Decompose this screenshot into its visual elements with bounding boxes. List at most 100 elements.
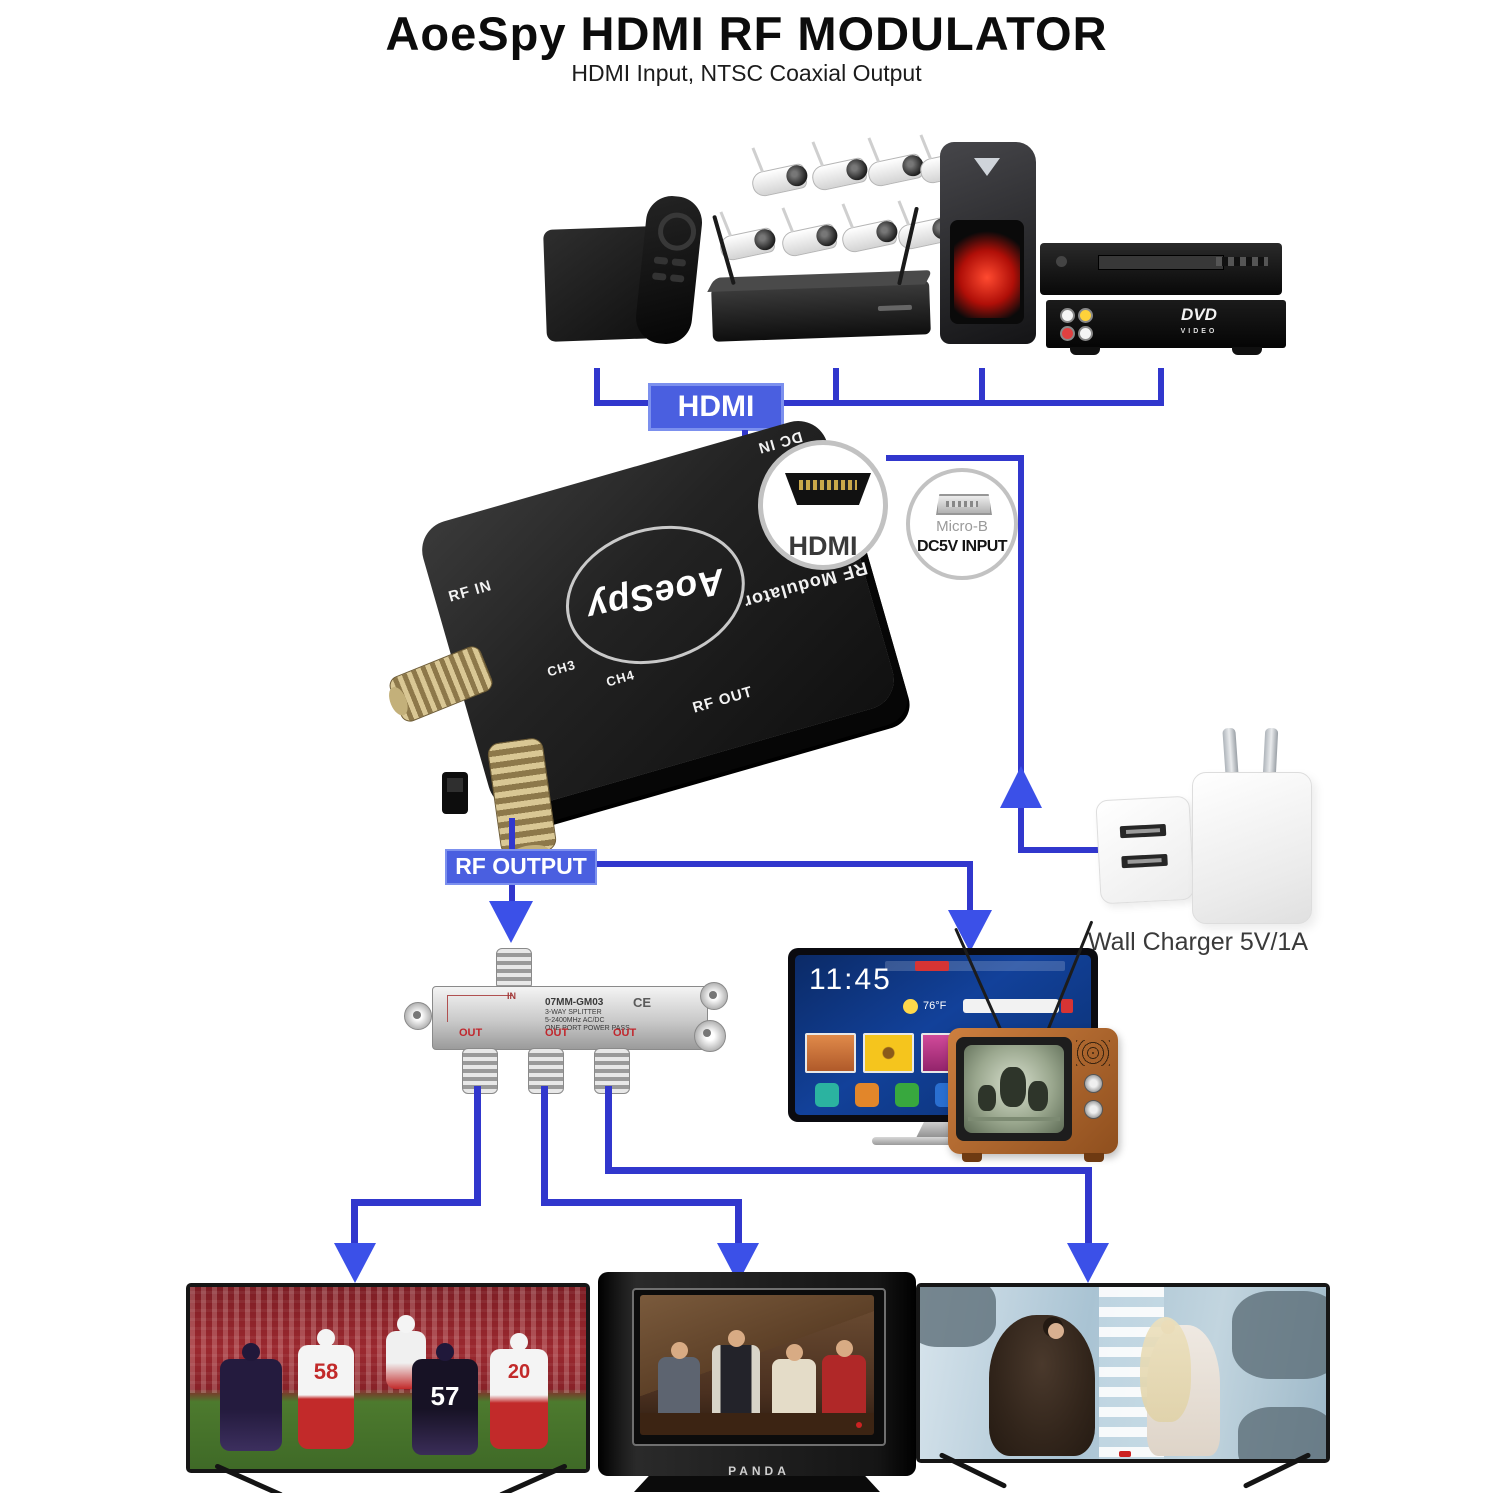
charger-prong bbox=[1262, 727, 1279, 779]
micro-b-label: Micro-B bbox=[936, 518, 988, 535]
player-figure bbox=[220, 1343, 282, 1451]
app-tile bbox=[815, 1083, 839, 1107]
crt-player-figure bbox=[1000, 1067, 1026, 1107]
bracket-tick bbox=[833, 368, 839, 404]
hdmi-bus-label: HDMI bbox=[648, 383, 784, 431]
couch-table bbox=[640, 1413, 874, 1435]
blonde-figure bbox=[1140, 1317, 1221, 1456]
security-camera-icon bbox=[749, 162, 809, 199]
panda-brand-label: PANDA bbox=[728, 1464, 790, 1478]
panda-base bbox=[634, 1476, 880, 1492]
brand-logo-oval: AoeSpy bbox=[549, 505, 762, 685]
splitter-out-connector bbox=[594, 1048, 630, 1094]
field-line bbox=[968, 1117, 1060, 1121]
crt-foot bbox=[1084, 1153, 1104, 1162]
usb-port bbox=[1119, 823, 1167, 839]
crt-player-figure bbox=[978, 1085, 996, 1111]
rca-jack bbox=[1078, 326, 1093, 341]
player-figure: 57 bbox=[412, 1343, 478, 1455]
splitter-in-connector bbox=[496, 948, 532, 990]
security-camera-icon bbox=[865, 152, 925, 189]
crt-knob bbox=[1084, 1074, 1103, 1093]
splitter-spec3: ONE PORT POWER PASS bbox=[545, 1025, 630, 1032]
remote-button bbox=[653, 256, 669, 265]
wall-charger-label: Wall Charger 5V/1A bbox=[1088, 928, 1308, 956]
rf-line-to-tv bbox=[597, 861, 973, 867]
vintage-crt-tv bbox=[948, 1028, 1118, 1162]
splitter-body: IN 07MM-GM03 3-WAY SPLITTER 5-2400MHz AC… bbox=[432, 986, 708, 1050]
bottom-right-tv bbox=[916, 1283, 1330, 1463]
crt-speaker-holes bbox=[1076, 1040, 1110, 1066]
jersey-number: 58 bbox=[313, 1359, 339, 1384]
out3-line-h bbox=[605, 1167, 1092, 1174]
charger-prong bbox=[1222, 727, 1239, 779]
dvd-foot bbox=[1070, 347, 1100, 355]
bracket-tick bbox=[1158, 368, 1164, 404]
photo-thumbnail bbox=[863, 1033, 914, 1073]
security-camera-icon bbox=[839, 218, 899, 255]
arrow-down-to-left-tv bbox=[334, 1243, 376, 1283]
splitter-out-label: OUT bbox=[545, 1027, 569, 1039]
rocks bbox=[1238, 1407, 1326, 1459]
bottom-left-tv: 58 57 20 bbox=[186, 1283, 590, 1473]
sitcom-screen bbox=[640, 1295, 874, 1435]
rf-out-port-label: RF OUT bbox=[690, 683, 755, 717]
rca-jack bbox=[1060, 308, 1075, 323]
dvd-video-logo: DVD VIDEO bbox=[1164, 306, 1234, 340]
smart-tv-stand-base bbox=[872, 1137, 1004, 1145]
rf-line-to-tv-drop bbox=[967, 861, 973, 915]
rf-output-label: RF OUTPUT bbox=[445, 849, 597, 885]
rocks bbox=[920, 1287, 996, 1347]
dvd-logo-text: DVD bbox=[1181, 305, 1217, 324]
dc5v-input-label: DC5V INPUT bbox=[916, 538, 1008, 555]
dvd-front-buttons bbox=[1216, 257, 1268, 266]
panda-bezel: PANDA bbox=[632, 1288, 886, 1478]
remote-button bbox=[669, 274, 685, 283]
remote-button bbox=[671, 258, 687, 267]
pc-logo-icon bbox=[974, 158, 1000, 176]
nvr-recorder-box bbox=[711, 280, 931, 342]
splitter-spec1: 3-WAY SPLITTER bbox=[545, 1009, 602, 1016]
player-figure: 58 bbox=[298, 1329, 354, 1449]
crt-knob bbox=[1084, 1100, 1103, 1119]
dvd-foot bbox=[1232, 347, 1262, 355]
jersey-number: 20 bbox=[507, 1361, 531, 1383]
security-camera-icon bbox=[809, 156, 869, 193]
crt-screen-football bbox=[964, 1045, 1064, 1133]
power-led bbox=[856, 1422, 862, 1428]
rf-in-port-label: RF IN bbox=[446, 577, 494, 606]
pc-red-led-glow bbox=[954, 228, 1020, 318]
rca-jack bbox=[1078, 308, 1093, 323]
remote-nav-ring-icon bbox=[656, 210, 698, 253]
page-subtitle: HDMI Input, NTSC Coaxial Output bbox=[571, 60, 922, 86]
rocks bbox=[1232, 1291, 1326, 1379]
photo-thumbnail bbox=[805, 1033, 856, 1073]
splitter-model: 07MM-GM03 bbox=[545, 997, 604, 1008]
splitter-mounting-ear bbox=[700, 982, 728, 1010]
splitter-signal-path bbox=[447, 995, 512, 1022]
crt-player-figure bbox=[1028, 1081, 1048, 1111]
snow-scene-screen bbox=[920, 1287, 1326, 1459]
arrow-up-power bbox=[1000, 766, 1042, 808]
out3-line-v bbox=[605, 1086, 612, 1174]
player-figure: 20 bbox=[490, 1333, 548, 1449]
power-line-horizontal-top bbox=[886, 455, 1024, 461]
bracket-line bbox=[594, 400, 1164, 406]
jersey-number: 57 bbox=[430, 1381, 460, 1411]
smart-tv-temperature: 76°F bbox=[923, 1000, 947, 1012]
dvd-player-front bbox=[1040, 243, 1282, 295]
smart-tv-clock: 11:45 bbox=[809, 963, 892, 996]
bottom-middle-tv: PANDA bbox=[598, 1272, 916, 1478]
ch4-label: CH4 bbox=[604, 667, 637, 690]
out1-line-h bbox=[351, 1199, 481, 1206]
charger-usb-face bbox=[1095, 795, 1195, 905]
splitter-out-label: OUT bbox=[613, 1027, 637, 1039]
security-camera-icon bbox=[779, 222, 839, 259]
dvd-power-button bbox=[1056, 256, 1067, 267]
out3-line-stub bbox=[1085, 1167, 1092, 1247]
smart-tv-search-bar bbox=[963, 999, 1073, 1013]
crt-bezel bbox=[956, 1037, 1072, 1141]
ch3-label: CH3 bbox=[545, 656, 578, 680]
hdmi-callout-label: HDMI bbox=[788, 531, 858, 561]
